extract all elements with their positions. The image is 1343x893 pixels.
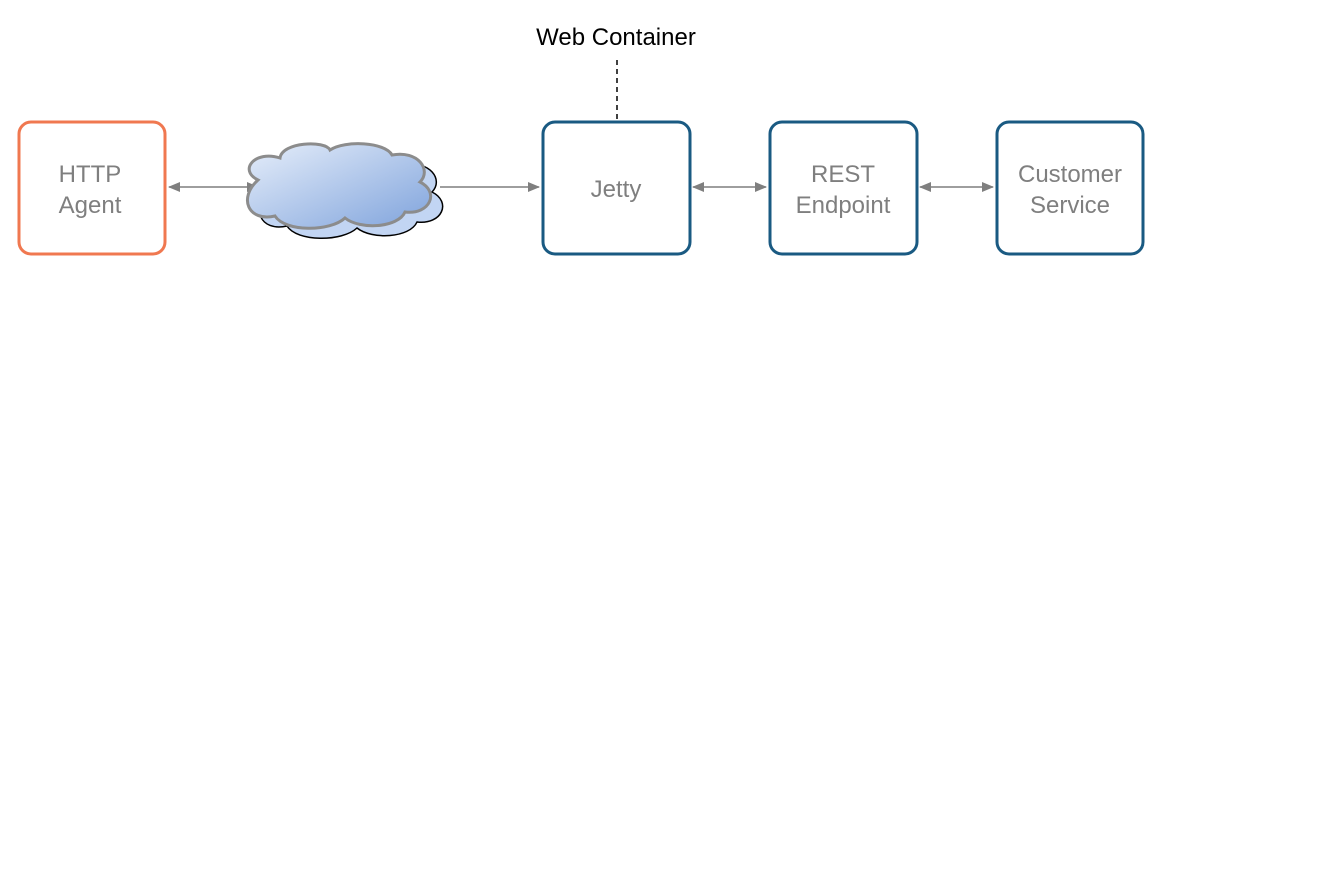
rest-endpoint-node: REST Endpoint [768,120,919,256]
rest-endpoint-label-line1: REST [811,161,875,188]
http-agent-label-line2: Agent [59,192,122,219]
http-agent-label-line1: HTTP [59,161,122,188]
internet-cloud-icon [246,142,444,239]
customer-service-label-line2: Service [1030,192,1110,219]
customer-service-node: Customer Service [995,120,1145,256]
jetty-label: Jetty [591,176,642,203]
customer-service-label-line1: Customer [1018,161,1122,188]
rest-endpoint-label-line2: Endpoint [796,192,891,219]
web-container-label: Web Container [536,24,696,51]
http-agent-node: HTTP Agent [17,120,167,256]
jetty-node: Jetty [541,120,692,256]
